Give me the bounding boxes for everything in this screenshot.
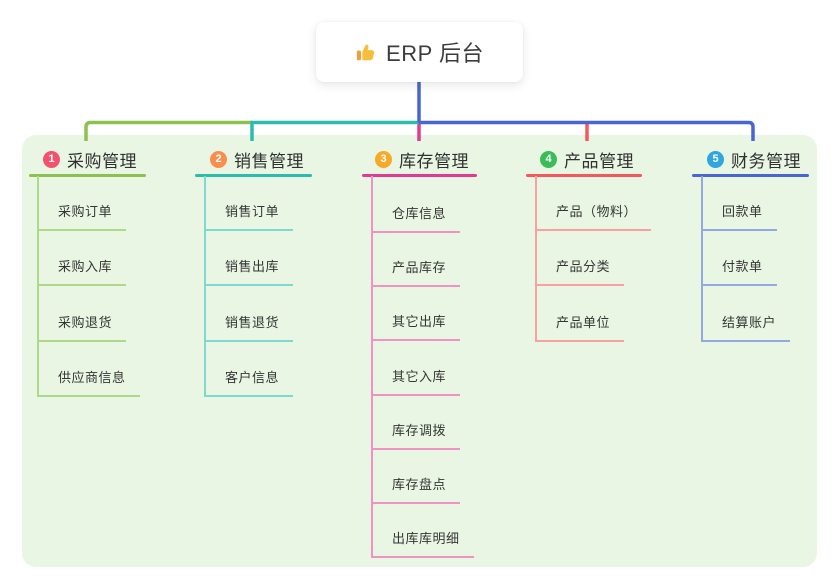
child-node[interactable]: 采购订单	[38, 202, 127, 231]
branch-title-finance[interactable]: 5 财务管理	[707, 147, 801, 171]
branch-number-badge: 3	[375, 150, 392, 168]
child-node[interactable]: 产品分类	[536, 257, 625, 287]
branch-label: 财务管理	[731, 151, 801, 171]
branch-underline-inventory	[362, 174, 477, 177]
branch-label: 产品管理	[564, 151, 634, 171]
branch-spine-product	[535, 176, 537, 342]
branch-title-purchase[interactable]: 1 采购管理	[43, 147, 137, 171]
child-node[interactable]: 产品库存	[372, 258, 461, 288]
branch-label: 采购管理	[67, 151, 137, 171]
root-title: ERP 后台	[386, 41, 484, 66]
branch-spine-purchase	[37, 176, 39, 398]
child-node[interactable]: 采购入库	[38, 257, 127, 287]
child-node[interactable]: 结算账户	[702, 313, 791, 342]
branches-background-panel	[22, 135, 817, 567]
child-node[interactable]: 产品（物料）	[536, 202, 652, 231]
branch-underline-purchase	[29, 174, 146, 177]
child-node[interactable]: 客户信息	[205, 368, 294, 398]
child-node[interactable]: 采购退货	[38, 313, 127, 342]
branch-number-badge: 2	[210, 150, 227, 168]
child-node[interactable]: 库存盘点	[372, 475, 461, 504]
child-node[interactable]: 供应商信息	[38, 368, 140, 398]
child-node[interactable]: 销售订单	[205, 202, 294, 231]
child-node[interactable]: 回款单	[702, 202, 777, 231]
branch-underline-finance	[692, 174, 809, 177]
branch-underline-sales	[195, 174, 312, 177]
branch-number-badge: 5	[707, 150, 724, 168]
branch-spine-sales	[204, 176, 206, 398]
child-node[interactable]: 产品单位	[536, 313, 625, 342]
branch-title-sales[interactable]: 2 销售管理	[210, 147, 304, 171]
branch-title-product[interactable]: 4 产品管理	[540, 147, 634, 171]
branch-number-badge: 1	[43, 150, 60, 168]
child-node[interactable]: 其它入库	[372, 367, 461, 396]
branch-label: 销售管理	[234, 151, 304, 171]
branch-title-inventory[interactable]: 3 库存管理	[375, 147, 469, 171]
branch-spine-inventory	[371, 176, 373, 559]
child-node[interactable]: 库存调拨	[372, 421, 461, 450]
root-node[interactable]: ERP 后台	[316, 22, 523, 82]
branch-number-badge: 4	[540, 150, 557, 168]
branch-label: 库存管理	[399, 151, 469, 171]
child-node[interactable]: 仓库信息	[372, 204, 461, 233]
branch-underline-product	[526, 174, 642, 177]
child-node[interactable]: 出库库明细	[372, 529, 474, 559]
child-node[interactable]: 销售出库	[205, 257, 294, 287]
thumbs-up-icon	[355, 41, 377, 63]
child-node[interactable]: 其它出库	[372, 312, 461, 342]
branch-spine-finance	[701, 176, 703, 342]
child-node[interactable]: 付款单	[702, 257, 777, 287]
child-node[interactable]: 销售退货	[205, 313, 294, 342]
